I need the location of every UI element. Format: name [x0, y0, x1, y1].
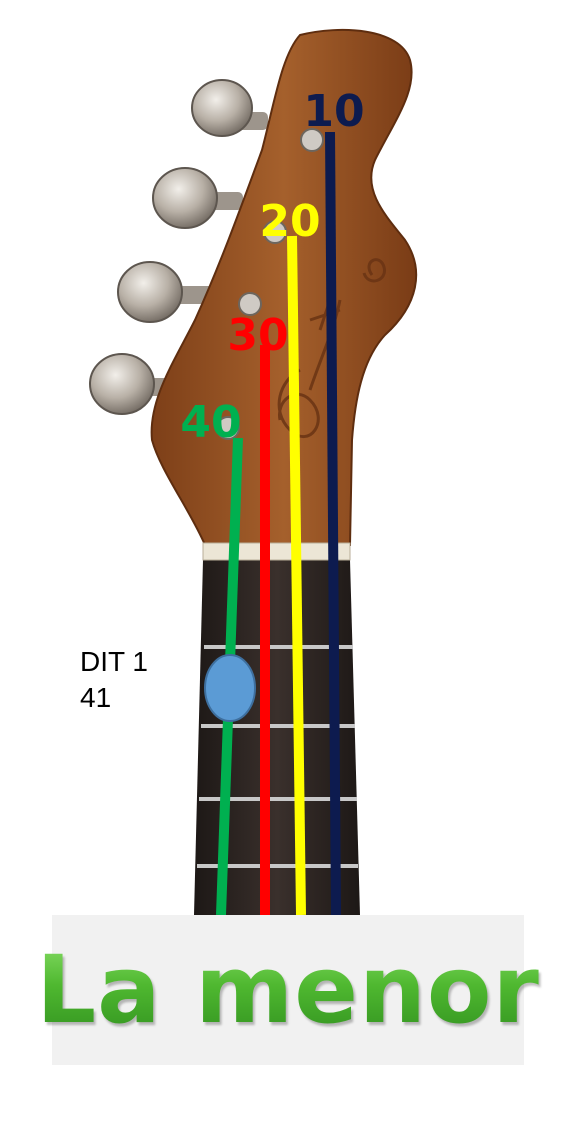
- string-line-10: [325, 131, 341, 916]
- string-posts: [216, 128, 324, 440]
- string-labels: 10 20 30 40: [180, 86, 364, 448]
- tuner-2: [152, 167, 243, 229]
- tuner-1: [191, 79, 268, 137]
- finger-position-dot: [204, 654, 256, 722]
- finger-label: DIT 1: [80, 646, 148, 677]
- chord-title: La menor: [36, 935, 540, 1045]
- string-label-30: 30: [227, 310, 288, 361]
- chord-title-box: La menor: [36, 915, 539, 1065]
- finger-annotation: DIT 1 41: [80, 644, 148, 716]
- finger-position: 41: [80, 682, 112, 713]
- headstock: [150, 28, 418, 546]
- string-line-20: [287, 235, 306, 916]
- string-label-40: 40: [180, 397, 241, 448]
- string-label-20: 20: [259, 196, 320, 247]
- strings: [216, 131, 341, 916]
- nut: [202, 542, 351, 561]
- string-label-10: 10: [303, 86, 364, 137]
